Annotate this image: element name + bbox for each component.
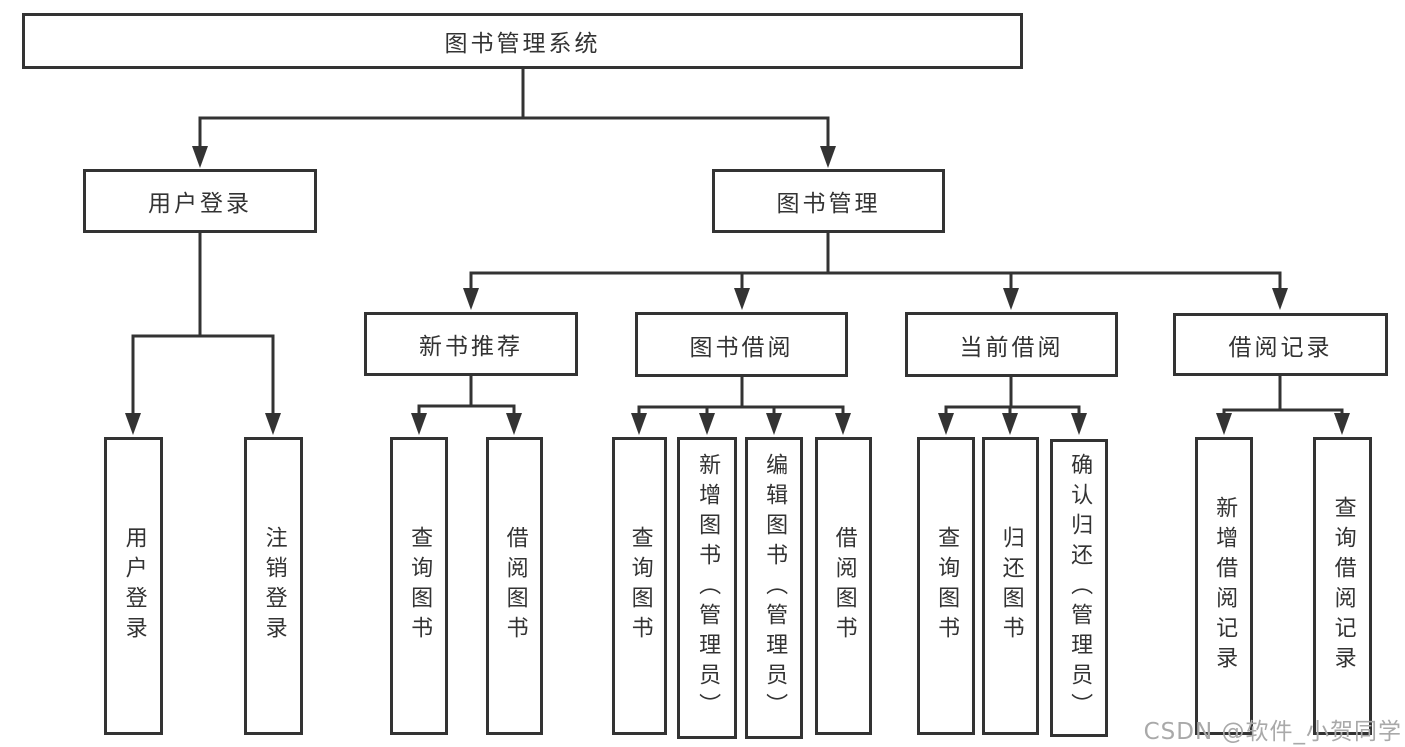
node-leaf-user-login: 用户登录	[104, 437, 163, 735]
node-current-borrow: 当前借阅	[905, 312, 1118, 377]
node-leaf-borrow-book: 借阅图书	[815, 437, 872, 735]
node-leaf-confirm-return-admin: 确认归还（管理员）	[1050, 439, 1108, 737]
arrowhead-icon-book-management-0	[463, 288, 479, 310]
arrowhead-icon-book-borrow-1	[699, 413, 715, 435]
arrowhead-icon-user-login-1	[265, 413, 281, 435]
node-leaf-return-book: 归还图书	[982, 437, 1039, 735]
arrowhead-icon-book-borrow-3	[835, 413, 851, 435]
arrowhead-icon-current-borrow-1	[1002, 413, 1018, 435]
node-leaf-query-book-borrow: 查询图书	[612, 437, 667, 735]
arrowhead-icon-user-login-0	[125, 413, 141, 435]
node-leaf-logout: 注销登录	[244, 437, 303, 735]
node-new-book-recommend: 新书推荐	[364, 312, 578, 376]
arrowhead-icon-new-book-recommend-0	[411, 413, 427, 435]
node-leaf-query-book-recommend: 查询图书	[390, 437, 448, 735]
arrowhead-icon-book-management-1	[734, 288, 750, 310]
arrowhead-icon-book-management-3	[1272, 288, 1288, 310]
arrowhead-icon-root-1	[820, 146, 836, 168]
node-book-management: 图书管理	[712, 169, 945, 233]
arrowhead-icon-root-0	[192, 146, 208, 168]
node-leaf-add-borrow-record: 新增借阅记录	[1195, 437, 1253, 735]
arrowhead-icon-borrow-record-0	[1216, 413, 1232, 435]
node-leaf-add-book-admin: 新增图书（管理员）	[677, 437, 737, 739]
node-borrow-record: 借阅记录	[1173, 313, 1388, 376]
node-book-borrow: 图书借阅	[635, 312, 848, 377]
arrowhead-icon-current-borrow-2	[1071, 413, 1087, 435]
node-root: 图书管理系统	[22, 13, 1023, 69]
node-leaf-query-borrow-record: 查询借阅记录	[1313, 437, 1372, 735]
arrowhead-icon-book-management-2	[1003, 288, 1019, 310]
node-user-login: 用户登录	[83, 169, 317, 233]
node-leaf-query-book-current: 查询图书	[917, 437, 975, 735]
arrowhead-icon-new-book-recommend-1	[506, 413, 522, 435]
arrowhead-icon-book-borrow-0	[631, 413, 647, 435]
node-leaf-borrow-book-recommend: 借阅图书	[486, 437, 543, 735]
arrowhead-icon-borrow-record-1	[1334, 413, 1350, 435]
arrowhead-icon-current-borrow-0	[938, 413, 954, 435]
node-leaf-edit-book-admin: 编辑图书（管理员）	[745, 437, 803, 739]
watermark: CSDN @软件_小贺同学	[1143, 719, 1402, 745]
arrowhead-icon-book-borrow-2	[766, 413, 782, 435]
